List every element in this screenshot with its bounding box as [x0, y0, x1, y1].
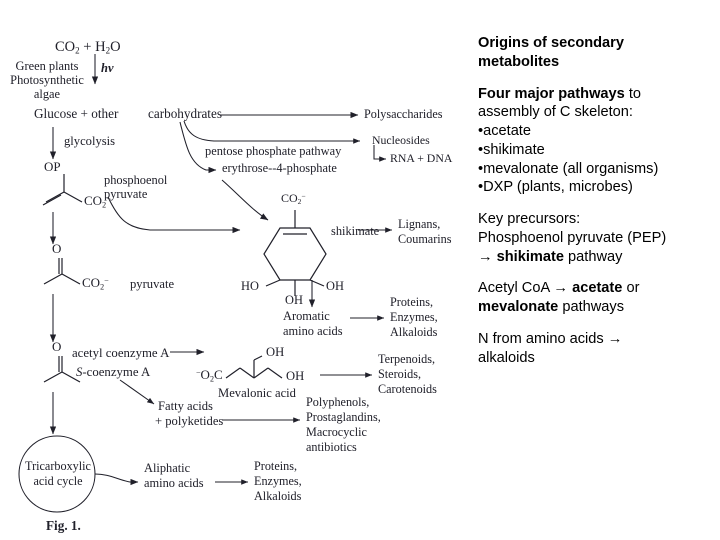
- pathway-arrows: [18, 54, 393, 513]
- precursors-tail: pathway: [563, 248, 623, 265]
- label-acid-cycle: acid cycle: [33, 474, 83, 488]
- label-mevalonic-acid: Mevalonic acid: [218, 386, 296, 400]
- pathways-heading-rest: to: [624, 85, 642, 102]
- label-oh-right: OH: [326, 279, 344, 293]
- label-enzymes-1: Enzymes,: [390, 310, 438, 324]
- label-co2-water: CO2 + H2O: [55, 39, 121, 56]
- label-steroids: Steroids,: [378, 367, 421, 381]
- label-pyruvate-carboxylate: CO2−: [82, 275, 109, 292]
- label-polyketides: + polyketides: [155, 414, 224, 428]
- key-precursors-heading: Key precursors:: [478, 211, 581, 227]
- acetyl-coa-pre: Acetyl CoA →: [478, 280, 573, 297]
- label-s-coenzyme-a: S-coenzyme A: [76, 365, 151, 379]
- label-rna-dna: RNA + DNA: [390, 151, 453, 165]
- pathways-heading-bold: Four major pathways: [478, 85, 625, 102]
- label-mevalonate-oh-right: OH: [286, 369, 305, 383]
- label-proteins-1: Proteins,: [390, 295, 433, 309]
- summary-text-panel: Origins of secondary metabolites Four ma…: [478, 34, 716, 367]
- label-hv: hv: [101, 61, 114, 75]
- label-alkaloids-1: Alkaloids: [390, 325, 438, 339]
- panel-title-line2: metabolites: [478, 53, 560, 70]
- label-oh-bottom: OH: [285, 293, 303, 307]
- label-aromatic-amino-acids: amino acids: [283, 324, 343, 338]
- label-tricarboxylic: Tricarboxylic: [25, 459, 91, 473]
- bullet-shikimate: •shikimate: [478, 141, 545, 158]
- mevalonate-line: mevalonate pathways: [478, 298, 716, 317]
- label-alkaloids-2: Alkaloids: [254, 489, 302, 503]
- label-nucleosides: Nucleosides: [372, 133, 430, 147]
- label-enzymes-2: Enzymes,: [254, 474, 302, 488]
- acetyl-coa-line: Acetyl CoA → acetate or: [478, 279, 716, 298]
- label-polysaccharides: Polysaccharides: [364, 107, 443, 121]
- label-carotenoids: Carotenoids: [378, 382, 437, 396]
- key-precursors-pep: Phosphoenol pyruvate (PEP): [478, 229, 667, 246]
- label-pyruvate-name: pyruvate: [104, 187, 148, 201]
- label-photosynthetic: Photosynthetic: [10, 73, 84, 87]
- label-antibiotics: antibiotics: [306, 440, 357, 454]
- label-pyruvate: pyruvate: [130, 277, 175, 291]
- spacer-4: [478, 317, 716, 330]
- label-carbohydrates: carbohydrates: [148, 106, 222, 121]
- bullet-mevalonate: •mevalonate (all organisms): [478, 160, 659, 177]
- label-shikimate-carboxylate: CO2−: [281, 191, 306, 207]
- nitrogen-line2: alkaloids: [478, 349, 535, 366]
- label-green-plants: Green plants: [15, 59, 79, 73]
- label-fatty-acids: Fatty acids: [158, 399, 213, 413]
- precursors-shikimate-bold: shikimate: [496, 248, 564, 265]
- label-glucose: Glucose + other: [34, 106, 119, 121]
- label-shikimate: shikimate: [331, 224, 380, 238]
- key-precursors-shikimate-line: → shikimate pathway: [478, 248, 716, 267]
- label-coumarins: Coumarins: [398, 232, 452, 246]
- label-erythrose-4-phosphate: erythrose--4-phosphate: [222, 161, 337, 175]
- pathways-heading-line2: assembly of C skeleton:: [478, 104, 633, 121]
- label-ho: HO: [241, 279, 259, 293]
- label-phosphoenol: phosphoenol: [104, 173, 168, 187]
- label-aliphatic: Aliphatic: [144, 461, 191, 475]
- acetyl-coa-post: or: [622, 280, 640, 297]
- spacer-1: [478, 72, 716, 85]
- nitrogen-line1: N from amino acids →: [478, 330, 623, 347]
- label-lignans: Lignans,: [398, 217, 441, 231]
- spacer-2: [478, 197, 716, 210]
- label-acetyl-oxygen: O: [52, 339, 62, 354]
- label-acetyl-coenzyme-a: acetyl coenzyme A: [72, 346, 170, 360]
- acetate-bold: acetate: [572, 280, 623, 297]
- label-pentose-phosphate-pathway: pentose phosphate pathway: [205, 144, 342, 158]
- label-op: OP: [44, 159, 61, 174]
- figure-caption: Fig. 1.: [46, 518, 81, 533]
- spacer-3: [478, 266, 716, 279]
- label-terpenoids: Terpenoids,: [378, 352, 436, 366]
- label-mevalonate-carboxylate: −O2C: [196, 367, 223, 384]
- label-aromatic: Aromatic: [283, 309, 330, 323]
- mevalonate-bold: mevalonate: [478, 299, 559, 315]
- label-proteins-2: Proteins,: [254, 459, 297, 473]
- label-macrocyclic: Macrocyclic: [306, 425, 367, 439]
- pathways-heading: Four major pathways to: [478, 85, 716, 104]
- label-pyruvate-oxygen: O: [52, 241, 62, 256]
- mevalonate-post: pathways: [558, 299, 625, 315]
- label-glycolysis: glycolysis: [64, 134, 116, 148]
- bullet-acetate: •acetate: [478, 123, 531, 139]
- label-polyphenols: Polyphenols,: [306, 395, 370, 409]
- pathway-figure: CO2 + H2O Green plants Photosynthetic al…: [0, 22, 470, 540]
- label-aliphatic-amino-acids: amino acids: [144, 476, 204, 490]
- label-prostaglandins: Prostaglandins,: [306, 410, 381, 424]
- panel-title-line1: Origins of secondary: [478, 35, 624, 51]
- label-mevalonate-oh-top: OH: [266, 345, 285, 359]
- label-pep-carboxylate: CO2−: [84, 193, 111, 210]
- precursors-arrow: →: [478, 248, 497, 265]
- bullet-dxp: •DXP (plants, microbes): [478, 179, 633, 196]
- label-algae: algae: [33, 87, 61, 101]
